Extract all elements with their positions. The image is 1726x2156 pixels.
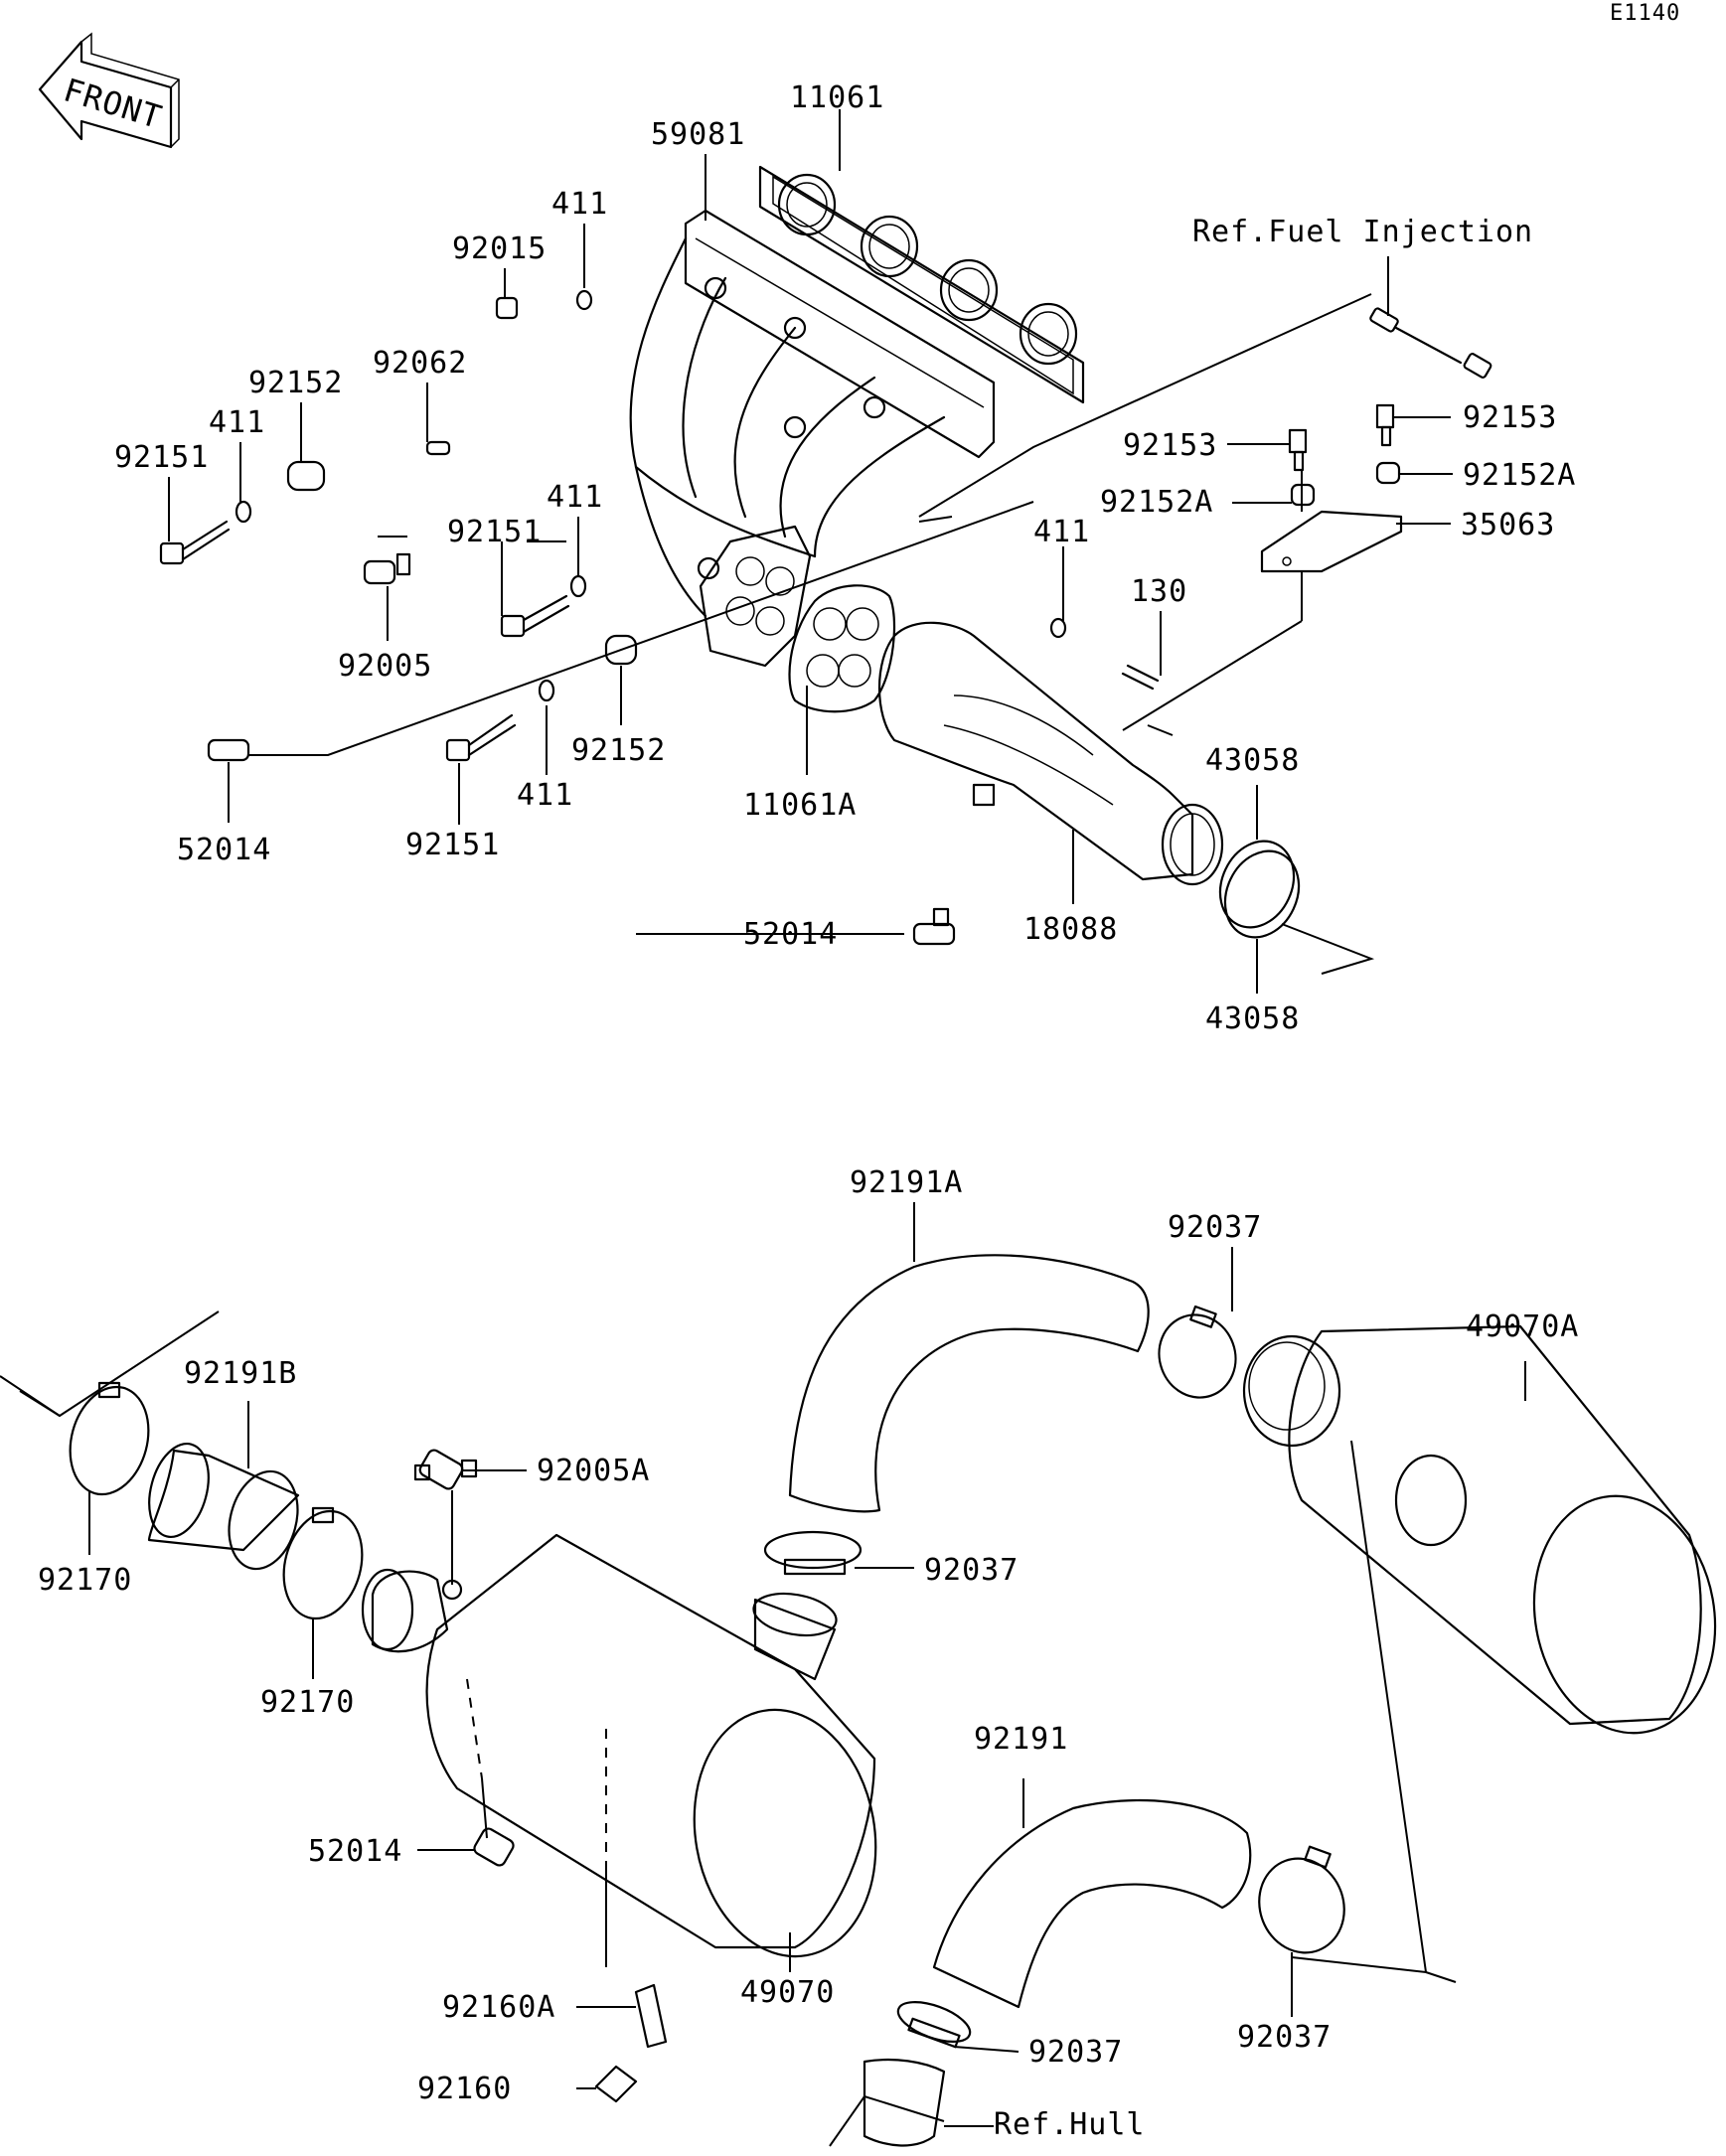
callout-92152A: 92152A xyxy=(1463,458,1576,493)
clamp-92037-b-icon xyxy=(763,1530,863,1576)
callout-49070A: 49070A xyxy=(1466,1309,1579,1344)
callout-52014: 52014 xyxy=(177,833,271,867)
callout-18088: 18088 xyxy=(1023,912,1118,947)
part-callouts: 11061 59081 411 92015 92152 92062 411 92… xyxy=(38,80,1579,2142)
clamp-92037-a-icon xyxy=(1158,1305,1237,1399)
callout-43058: 43058 xyxy=(1205,743,1300,778)
callout-130: 130 xyxy=(1131,574,1187,609)
callout-92152: 92152 xyxy=(571,733,666,768)
callout-59081: 59081 xyxy=(651,117,745,152)
callout-92152: 92152 xyxy=(248,366,343,400)
callout-92151: 92151 xyxy=(114,440,209,475)
callout-92037: 92037 xyxy=(1028,2035,1123,2070)
callout-411: 411 xyxy=(547,480,603,515)
upper-hardware-icons xyxy=(159,289,1492,946)
callout-92151: 92151 xyxy=(405,828,500,862)
exhaust-pipe-18088-icon xyxy=(878,621,1224,886)
hose-92191B-icon xyxy=(147,1442,300,1571)
gasket-11061A-icon xyxy=(788,584,896,713)
callout-92191B: 92191B xyxy=(184,1356,297,1391)
callout-52014: 52014 xyxy=(308,1834,402,1869)
callout-411: 411 xyxy=(551,187,608,222)
callout-92037: 92037 xyxy=(1168,1210,1262,1245)
hull-reference-icon xyxy=(863,2058,946,2147)
callout-92005A: 92005A xyxy=(537,1454,650,1488)
front-arrow-icon: FRONT xyxy=(38,32,180,149)
hose-92191-icon xyxy=(932,1798,1252,2009)
lower-leader-lines xyxy=(0,1202,1526,2147)
callout-92153: 92153 xyxy=(1123,428,1217,463)
fitting-92005A-icon xyxy=(413,1449,478,1490)
callout-49070: 49070 xyxy=(740,1975,835,2010)
callout-92151: 92151 xyxy=(447,515,542,549)
callout-92153: 92153 xyxy=(1463,400,1557,435)
callout-92062: 92062 xyxy=(373,346,467,381)
muffler-49070A-icon xyxy=(1242,1324,1717,1735)
hose-92191A-icon xyxy=(788,1254,1150,1513)
clamp-92170-b-icon xyxy=(282,1506,364,1620)
upper-leader-lines xyxy=(168,109,1453,994)
clamp-92037-c-icon xyxy=(1258,1845,1345,1954)
callout-92037: 92037 xyxy=(924,1553,1019,1588)
callout-411: 411 xyxy=(517,778,573,813)
gasket-11061-icon xyxy=(758,165,1085,404)
callout-92191: 92191 xyxy=(974,1722,1068,1757)
clamp-92170-a-icon xyxy=(69,1381,150,1496)
callout-92160A: 92160A xyxy=(442,1990,555,2025)
exhaust-flange-plate-icon xyxy=(697,525,812,668)
clamp-92037-d-icon xyxy=(896,2001,972,2049)
callout-35063: 35063 xyxy=(1461,508,1555,542)
muffler-49070-icon xyxy=(361,1533,877,1958)
callout-11061: 11061 xyxy=(790,80,884,115)
exhaust-manifold-59081-icon xyxy=(629,209,996,618)
callout-411: 411 xyxy=(209,405,265,440)
callout-411: 411 xyxy=(1033,515,1090,549)
callout-92005: 92005 xyxy=(338,649,432,684)
callout-92170: 92170 xyxy=(260,1685,355,1720)
figure-code: E1140 xyxy=(1610,1,1680,26)
callout-92152A: 92152A xyxy=(1100,485,1213,520)
ref-fuel-injection: Ref.Fuel Injection xyxy=(1192,215,1533,249)
callout-43058: 43058 xyxy=(1205,1001,1300,1036)
ref-hull: Ref.Hull xyxy=(994,2107,1146,2142)
callout-92170: 92170 xyxy=(38,1563,132,1598)
fitting-52014-c-icon xyxy=(473,1827,515,1867)
callout-11061A: 11061A xyxy=(743,788,857,823)
callout-92160: 92160 xyxy=(417,2072,512,2106)
label-plates-icon xyxy=(594,1983,668,2103)
callout-92015: 92015 xyxy=(452,231,547,266)
callout-92191A: 92191A xyxy=(850,1165,963,1200)
o-ring-43058-icon xyxy=(1218,840,1301,939)
callout-92037: 92037 xyxy=(1237,2020,1332,2055)
callout-52014: 52014 xyxy=(743,917,838,952)
